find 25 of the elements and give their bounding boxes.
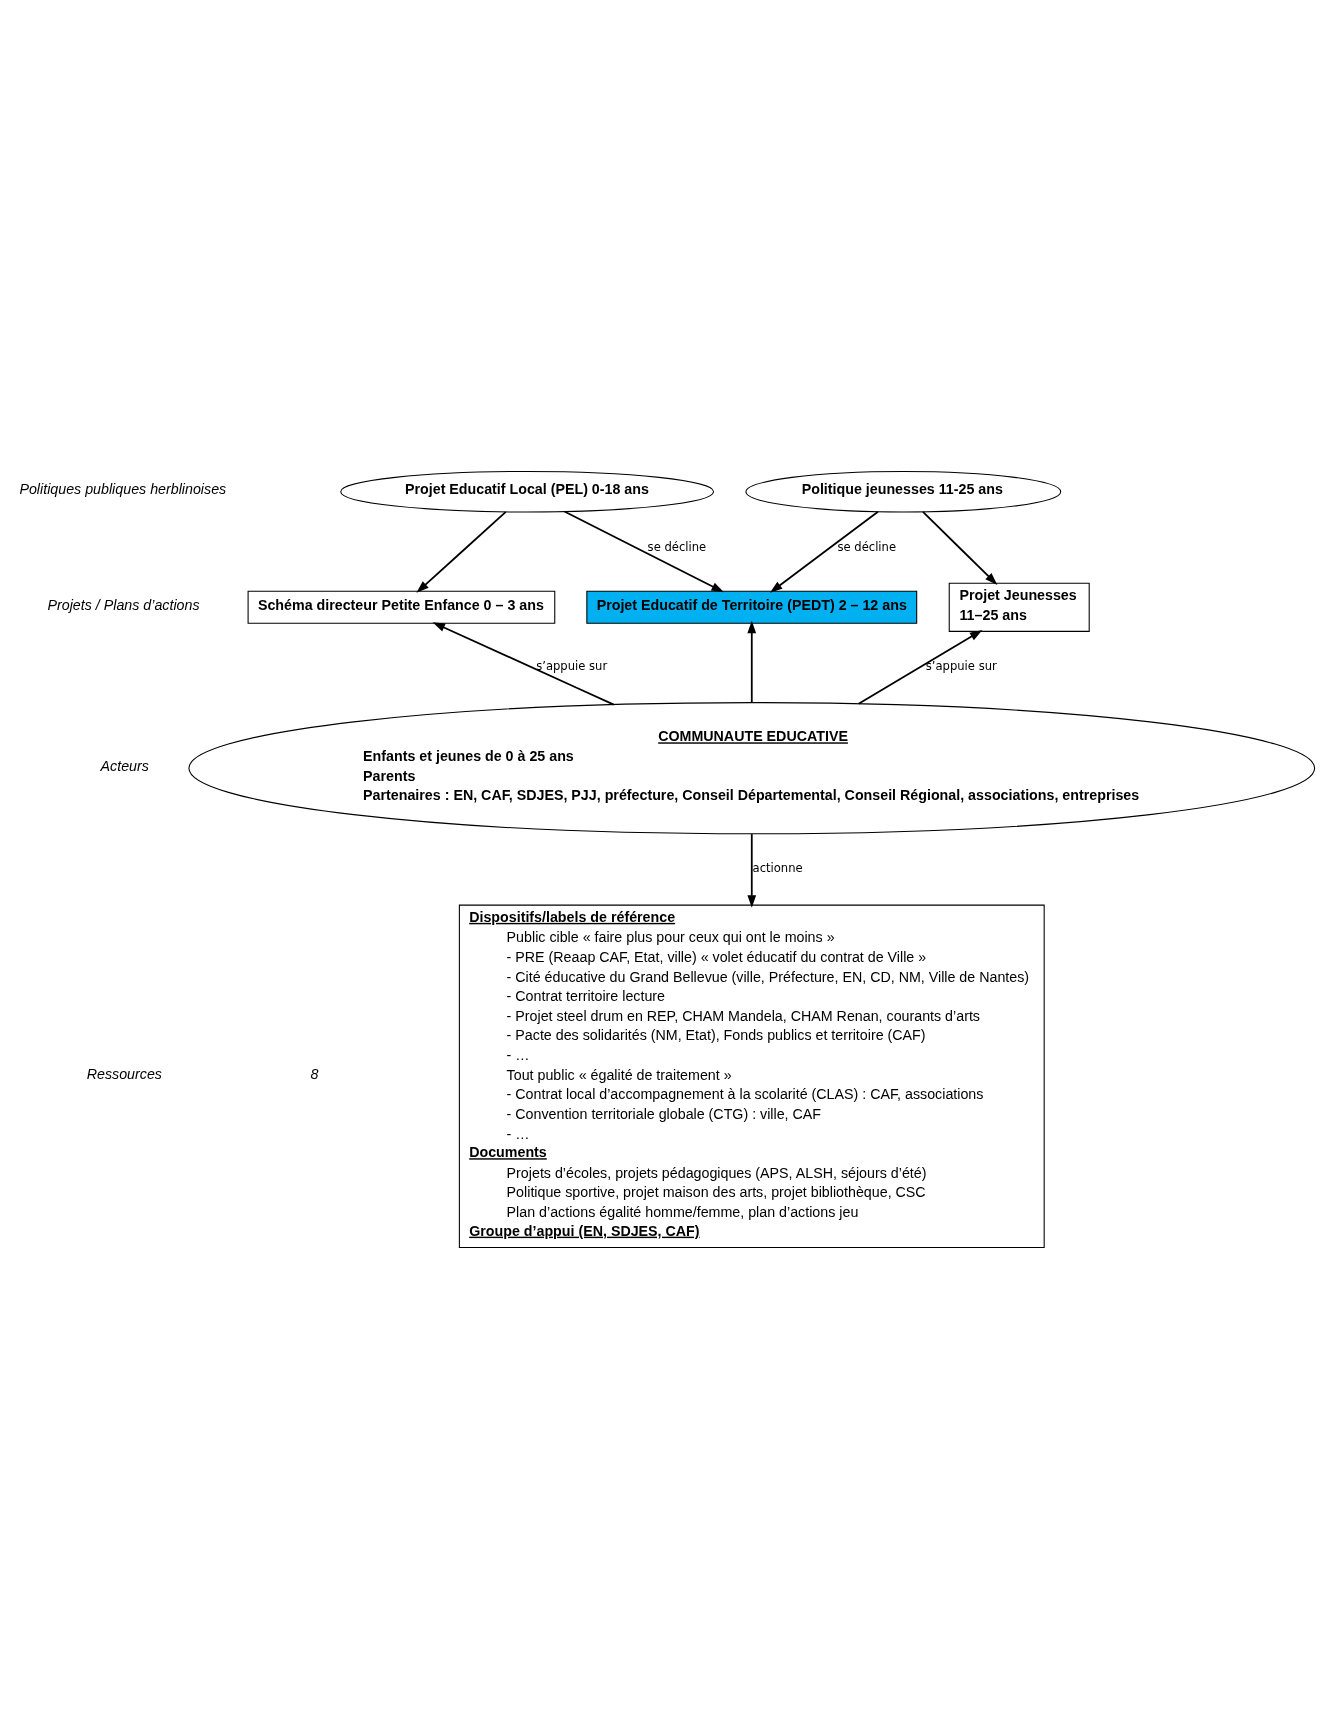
arrow: [432, 622, 615, 706]
arrow: [922, 511, 998, 585]
node-box: Projet Educatif de Territoire (PEDT) 2 – 12 ans: [586, 590, 918, 624]
node-box: Dispositifs/labels de référence Public cible « faire plus pour ceux qui ont le moins » - PRE (Reaap CAF, Etat, ville) « volet éducatif du contrat de Ville » - Cité éducative du Grand Bellevue (ville, Préfecture, EN, CD, NM, Ville de Nantes) - Contrat territoire lecture - Projet steel drum en REP, CHAM Mandela, CHAM Renan, courants d’arts - Pacte des solidarités (NM, Etat), Fonds publics et territoire (CAF) - … Tout public « égalité de traitement » - Contrat local d’accompagnement à la scolarité (CLAS) : CAF, associations - Convention territoriale globale (CTG) : ville, CAF - … Documents Projets d’écoles, projets pédagogiques (APS, ALSH, séjours d’été) Politique sportive, projet maison des arts, projet bibliothèque, CSC Plan d’actions égalité homme/femme, plan d’actions jeu Groupe d’appui (EN, SDJES, CAF): [458, 904, 1045, 1248]
node-box: Projet Jeunesses 11–25 ans: [948, 582, 1090, 632]
node-ellipse: Projet Educatif Local (PEL) 0-18 ans: [340, 470, 715, 513]
node-box: Schéma directeur Petite Enfance 0 – 3 ans: [247, 590, 556, 624]
label: Acteurs: [100, 757, 149, 774]
arrow: [747, 833, 757, 908]
arrow: [563, 510, 724, 593]
edge-label: s’appuie sur: [925, 659, 997, 674]
edge-label: se décline: [647, 539, 707, 554]
edge-label: se décline: [837, 539, 897, 554]
label: Politiques publiques herblinoises: [19, 481, 227, 498]
edge-label: actionne: [752, 861, 803, 876]
node-ellipse: COMMUNAUTE EDUCATIVE Enfants et jeunes de 0 à 25 ans Parents Partenaires : EN, CAF, SDJES, PJJ, préfecture, Conseil Départemental, Conseil Régional, associations, entreprises: [188, 702, 1316, 835]
arrow: [416, 511, 507, 593]
node-ellipse: Politique jeunesses 11-25 ans: [745, 470, 1062, 513]
arrow: [857, 630, 983, 705]
arrow: [769, 510, 879, 593]
label: Ressources: [86, 1065, 162, 1082]
edge-label: s’appuie sur: [536, 659, 608, 674]
label: Projets / Plans d’actions: [47, 596, 200, 613]
label: 8: [310, 1065, 319, 1082]
arrow: [747, 620, 757, 704]
